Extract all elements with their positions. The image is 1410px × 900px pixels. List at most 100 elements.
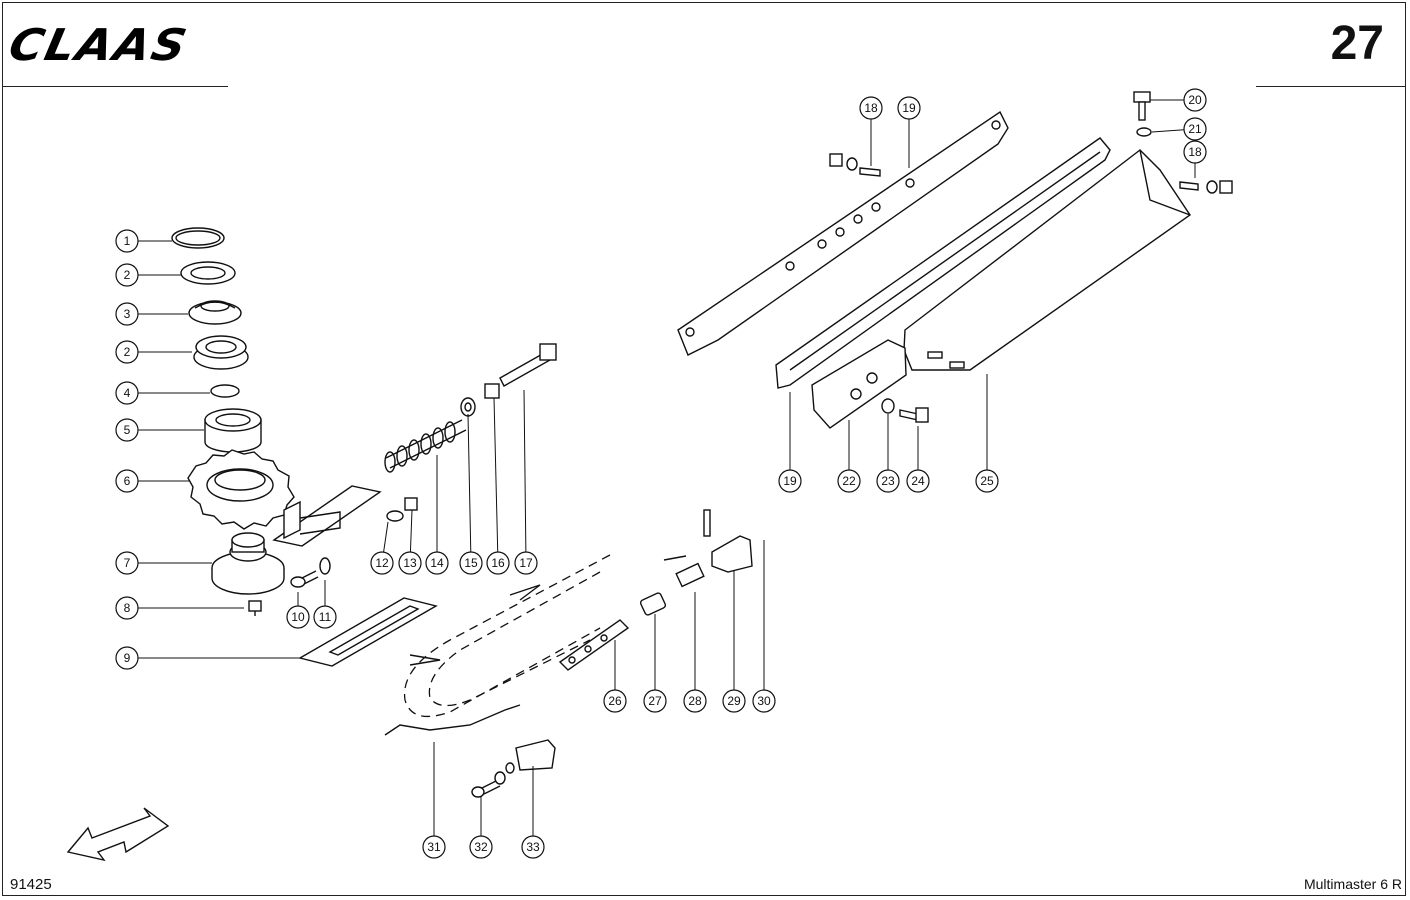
circlip-part — [210, 384, 240, 398]
callout-bubble — [975, 469, 999, 493]
upper-rail-part — [677, 110, 1009, 356]
callout-number: 7 — [124, 556, 131, 570]
callout-bubble — [521, 835, 545, 859]
callout-2: 2 — [115, 263, 182, 287]
callout-number: 17 — [519, 556, 533, 570]
header-rule-left — [2, 86, 228, 87]
bolt-part — [290, 570, 319, 588]
callout-24: 24 — [906, 426, 930, 493]
washer-part-15 — [460, 397, 476, 417]
callout-bubble — [115, 229, 139, 253]
callout-5: 5 — [115, 418, 204, 442]
callout-4: 4 — [115, 381, 210, 405]
callout-number: 18 — [864, 101, 878, 115]
callout-8: 8 — [115, 596, 244, 620]
callout-bubble — [603, 689, 627, 713]
callout-bubble — [1183, 88, 1207, 112]
callout-19: 19 — [778, 392, 802, 493]
callout-bubble — [778, 469, 802, 493]
callout-number: 22 — [842, 474, 856, 488]
washer-part-23 — [881, 398, 895, 414]
callout-1: 1 — [115, 229, 172, 253]
bolt-part-24 — [899, 407, 929, 423]
callout-number: 18 — [1188, 145, 1202, 159]
callout-19: 19 — [897, 96, 921, 168]
bolt-part-18-right — [1179, 180, 1233, 194]
slotted-plate-part — [298, 597, 438, 667]
model-name: Multimaster 6 R — [1303, 876, 1402, 892]
callout-number: 3 — [124, 307, 131, 321]
callout-bubble — [398, 551, 422, 575]
callout-27: 27 — [643, 614, 667, 713]
callout-bubble — [115, 596, 139, 620]
callout-26: 26 — [603, 640, 627, 713]
drawing-number: 91425 — [10, 876, 52, 893]
compression-spring-part — [384, 419, 467, 473]
bolt-part-32 — [471, 779, 501, 798]
leader-line — [467, 413, 472, 553]
callout-bubble — [115, 381, 139, 405]
callout-number: 19 — [902, 101, 916, 115]
callout-number: 4 — [124, 386, 131, 400]
callout-bubble — [859, 96, 883, 120]
callout-number: 20 — [1188, 93, 1202, 107]
callout-18: 18 — [1183, 140, 1207, 178]
callout-9: 9 — [115, 646, 300, 670]
callout-bubble — [837, 469, 861, 493]
callout-bubble — [897, 96, 921, 120]
callout-25: 25 — [975, 374, 999, 493]
callout-bubble — [115, 302, 139, 326]
callout-15: 15 — [459, 413, 483, 575]
callout-number: 2 — [124, 268, 131, 282]
nut-part-13 — [404, 497, 418, 511]
callout-number: 30 — [757, 694, 771, 708]
callout-number: 26 — [608, 694, 622, 708]
callout-22: 22 — [837, 420, 861, 493]
connecting-link-part — [639, 592, 667, 616]
callout-23: 23 — [876, 414, 900, 493]
callout-number: 16 — [491, 556, 505, 570]
leader-line — [409, 509, 413, 553]
callout-bubble — [643, 689, 667, 713]
callout-number: 19 — [783, 474, 797, 488]
callout-number: 2 — [124, 345, 131, 359]
callout-number: 29 — [727, 694, 741, 708]
callout-number: 13 — [403, 556, 417, 570]
pin-part-30 — [703, 509, 711, 537]
callout-bubble — [115, 418, 139, 442]
chain-link-part — [558, 619, 630, 671]
callout-12: 12 — [370, 521, 394, 575]
callout-bubble — [486, 551, 510, 575]
chain-track-guide — [384, 554, 611, 736]
callout-17: 17 — [514, 389, 538, 575]
callout-number: 25 — [980, 474, 994, 488]
callout-bubble — [115, 340, 139, 364]
callout-bubble — [115, 263, 139, 287]
callout-number: 8 — [124, 601, 131, 615]
header-rule-right — [1256, 86, 1406, 87]
spacer-ring-part — [180, 261, 236, 285]
double-ring-part — [193, 335, 249, 370]
nut-part-16 — [484, 383, 500, 399]
callout-7: 7 — [115, 551, 212, 575]
direction-arrow-icon — [66, 807, 170, 862]
washer-part — [319, 557, 331, 575]
ball-bearing-part — [204, 408, 262, 453]
bracket-part-29 — [711, 535, 753, 573]
tensioner-arm-part — [272, 485, 382, 547]
callout-bubble — [514, 551, 538, 575]
callout-20: 20 — [1150, 88, 1207, 112]
callout-number: 27 — [648, 694, 662, 708]
hub-part — [211, 532, 285, 595]
callout-bubble — [115, 551, 139, 575]
sprocket-part — [187, 449, 295, 530]
callout-28: 28 — [683, 592, 707, 713]
callout-bubble — [722, 689, 746, 713]
leader-line — [383, 521, 389, 553]
leader-line — [493, 397, 499, 553]
callout-bubble — [876, 469, 900, 493]
callout-number: 14 — [430, 556, 444, 570]
callout-11: 11 — [313, 580, 337, 629]
callout-31: 31 — [422, 742, 446, 859]
page-number: 27 — [1330, 17, 1384, 70]
